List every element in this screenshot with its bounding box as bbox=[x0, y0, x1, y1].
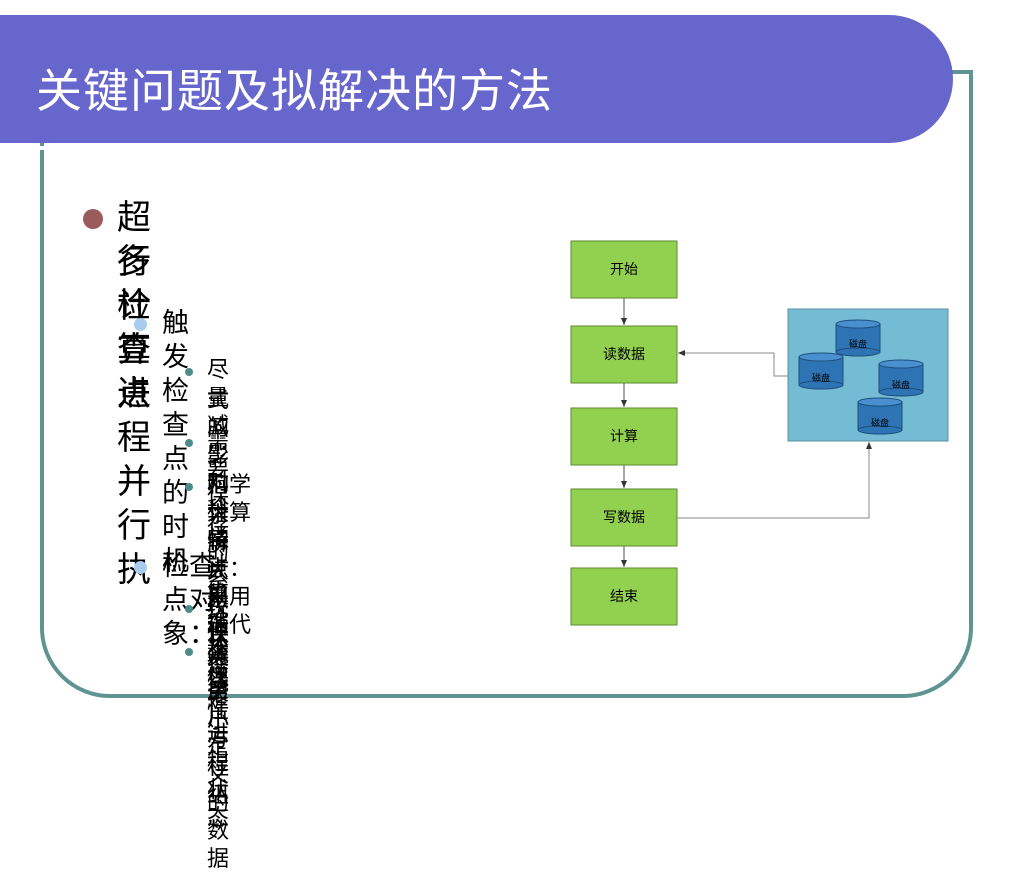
node-start: 开始 bbox=[570, 240, 678, 299]
disk-label-3: 磁盘 bbox=[892, 379, 910, 391]
main-bullet-line1: 超多计算进程并行执 bbox=[117, 198, 151, 590]
node-start-label: 开始 bbox=[610, 262, 638, 278]
timing-label: 触发检查点的时机 bbox=[162, 308, 189, 577]
node-compute-label: 计算 bbox=[610, 429, 638, 445]
timing-item-3-line1: 科学计算特点：采用迭代法 bbox=[207, 473, 252, 666]
disk-icon-1: 磁盘 bbox=[835, 319, 881, 357]
bullet-dot-timing bbox=[134, 318, 147, 331]
bullet-dot-target-1 bbox=[185, 605, 193, 613]
disk-label-4: 磁盘 bbox=[871, 417, 889, 429]
node-read-data: 读数据 bbox=[570, 325, 678, 384]
node-read-data-label: 读数据 bbox=[603, 346, 645, 363]
timing-item-2: 需要保存的系统状态最小 bbox=[207, 429, 230, 734]
bullet-dot-timing-1 bbox=[185, 368, 193, 376]
node-write-data: 写数据 bbox=[570, 488, 678, 547]
timing-item-1-line1: 尽量减少对科学计算编程模 bbox=[207, 358, 230, 691]
bullet-dot-target bbox=[134, 561, 147, 574]
title-bar: 关键问题及拟解决的方法 bbox=[0, 15, 953, 150]
arrow-write-to-storage bbox=[677, 442, 872, 519]
node-compute: 计算 bbox=[570, 407, 678, 466]
arrow-storage-to-read bbox=[678, 350, 788, 377]
disk-icon-3: 磁盘 bbox=[878, 359, 924, 397]
disk-icon-4: 磁盘 bbox=[857, 397, 903, 435]
bullet-dot-timing-3 bbox=[185, 483, 193, 491]
node-end-label: 结束 bbox=[610, 589, 638, 605]
main-bullet-line2: 行检查点 bbox=[117, 242, 151, 414]
node-end: 结束 bbox=[570, 567, 678, 626]
disk-label-1: 磁盘 bbox=[849, 338, 867, 350]
slide-title: 关键问题及拟解决的方法 bbox=[36, 64, 553, 118]
timing-item-1-line2: 式的影响 bbox=[207, 388, 230, 497]
bullet-dot-timing-2 bbox=[185, 439, 193, 447]
flowchart-diagram: 磁盘 磁盘 磁盘 磁盘 开始 读数据 计算 写数据 结束 bbox=[570, 240, 949, 626]
title-underline bbox=[0, 146, 905, 150]
disk-icon-2: 磁盘 bbox=[798, 352, 844, 390]
node-write-data-label: 写数据 bbox=[603, 510, 645, 526]
disk-label-2: 磁盘 bbox=[812, 372, 830, 384]
bullet-dot-main bbox=[83, 209, 103, 229]
bullet-dot-target-2 bbox=[185, 648, 193, 656]
